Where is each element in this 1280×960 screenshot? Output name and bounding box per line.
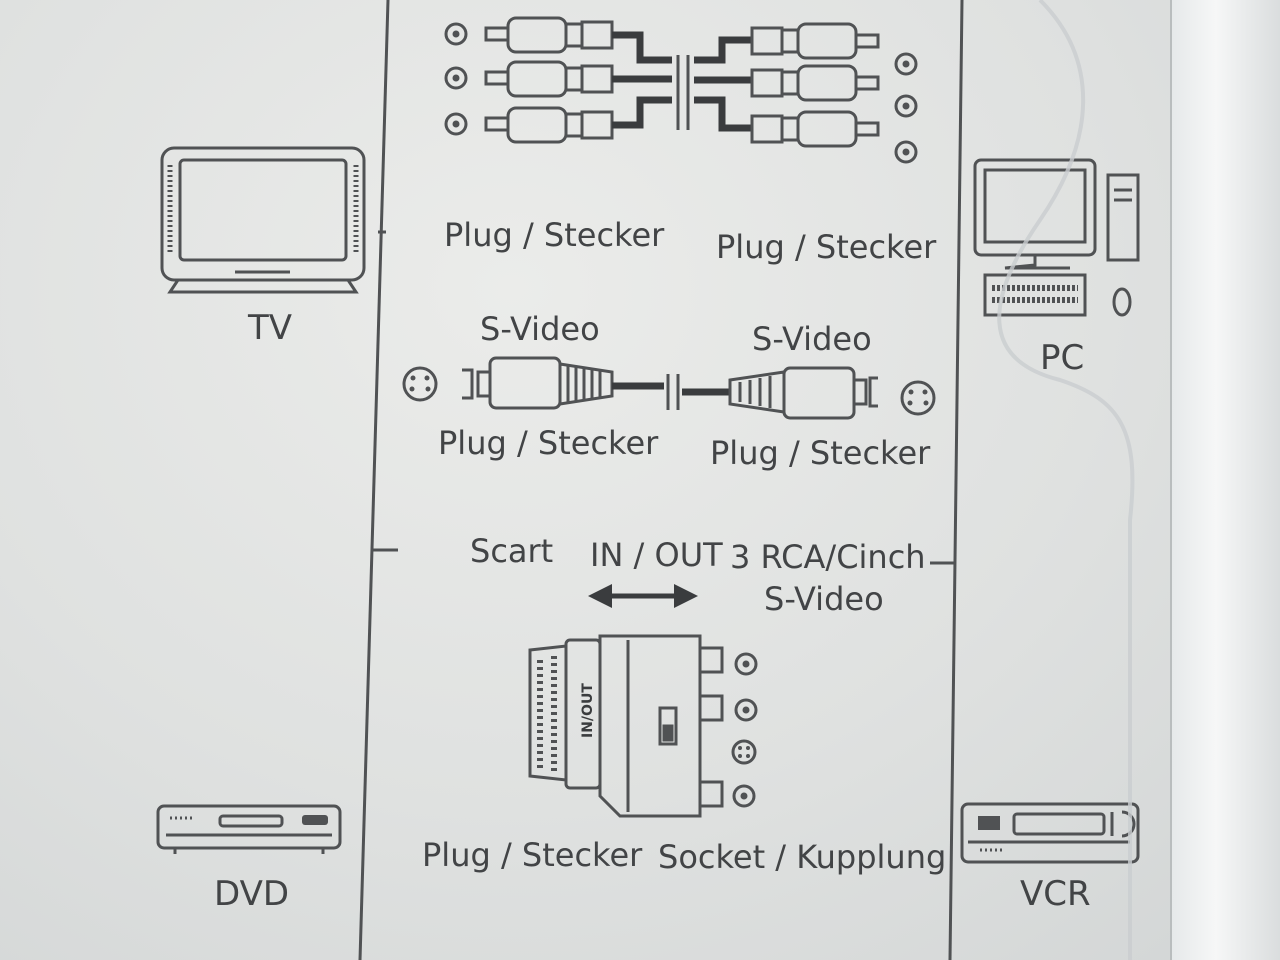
scart-output-socket-icons — [731, 652, 758, 808]
pc-label: PC — [1040, 338, 1085, 378]
svideo-right-socket-icon — [900, 380, 936, 416]
tv-label: TV — [248, 308, 293, 348]
rca-left-socket-icons — [444, 22, 468, 136]
rca-right-plugs-icon — [694, 22, 880, 148]
rca-left-plug-label: Plug / Stecker — [444, 216, 665, 254]
scart-body-text: IN/OUT — [580, 683, 596, 738]
svideo-right-title: S-Video — [752, 320, 872, 358]
rca-left-plugs-icon — [484, 16, 672, 144]
dvd-icon — [156, 804, 342, 854]
scart-socket-label: Socket / Kupplung — [658, 838, 947, 876]
svideo-right-plug-icon — [728, 366, 878, 420]
plastic-blister-edge — [1170, 0, 1280, 960]
vcr-icon — [960, 802, 1140, 864]
scart-label: Scart — [470, 532, 554, 570]
scart-adapter-icon — [528, 634, 724, 818]
svideo-right-plug-label: Plug / Stecker — [710, 434, 931, 472]
outputs-line2-label: S-Video — [764, 580, 884, 618]
dvd-label: DVD — [214, 874, 290, 914]
in-out-label: IN / OUT — [590, 536, 723, 574]
rca-right-plug-label: Plug / Stecker — [716, 228, 937, 266]
svideo-left-title: S-Video — [480, 310, 600, 348]
vcr-label: VCR — [1020, 874, 1091, 914]
cable-tie — [997, 0, 1135, 960]
right-divider-line — [948, 0, 964, 960]
tv-icon — [160, 146, 366, 294]
bidirectional-arrow-icon — [588, 584, 698, 608]
svideo-left-plug-icon — [462, 356, 614, 410]
svideo-left-plug-label: Plug / Stecker — [438, 424, 659, 462]
svideo-left-socket-icon — [402, 366, 438, 402]
rca-right-socket-icons — [894, 52, 918, 164]
scart-plug-label: Plug / Stecker — [422, 836, 643, 874]
outputs-line1-label: 3 RCA/Cinch — [730, 538, 926, 576]
left-divider-line — [358, 0, 390, 960]
pc-icon — [973, 158, 1140, 317]
